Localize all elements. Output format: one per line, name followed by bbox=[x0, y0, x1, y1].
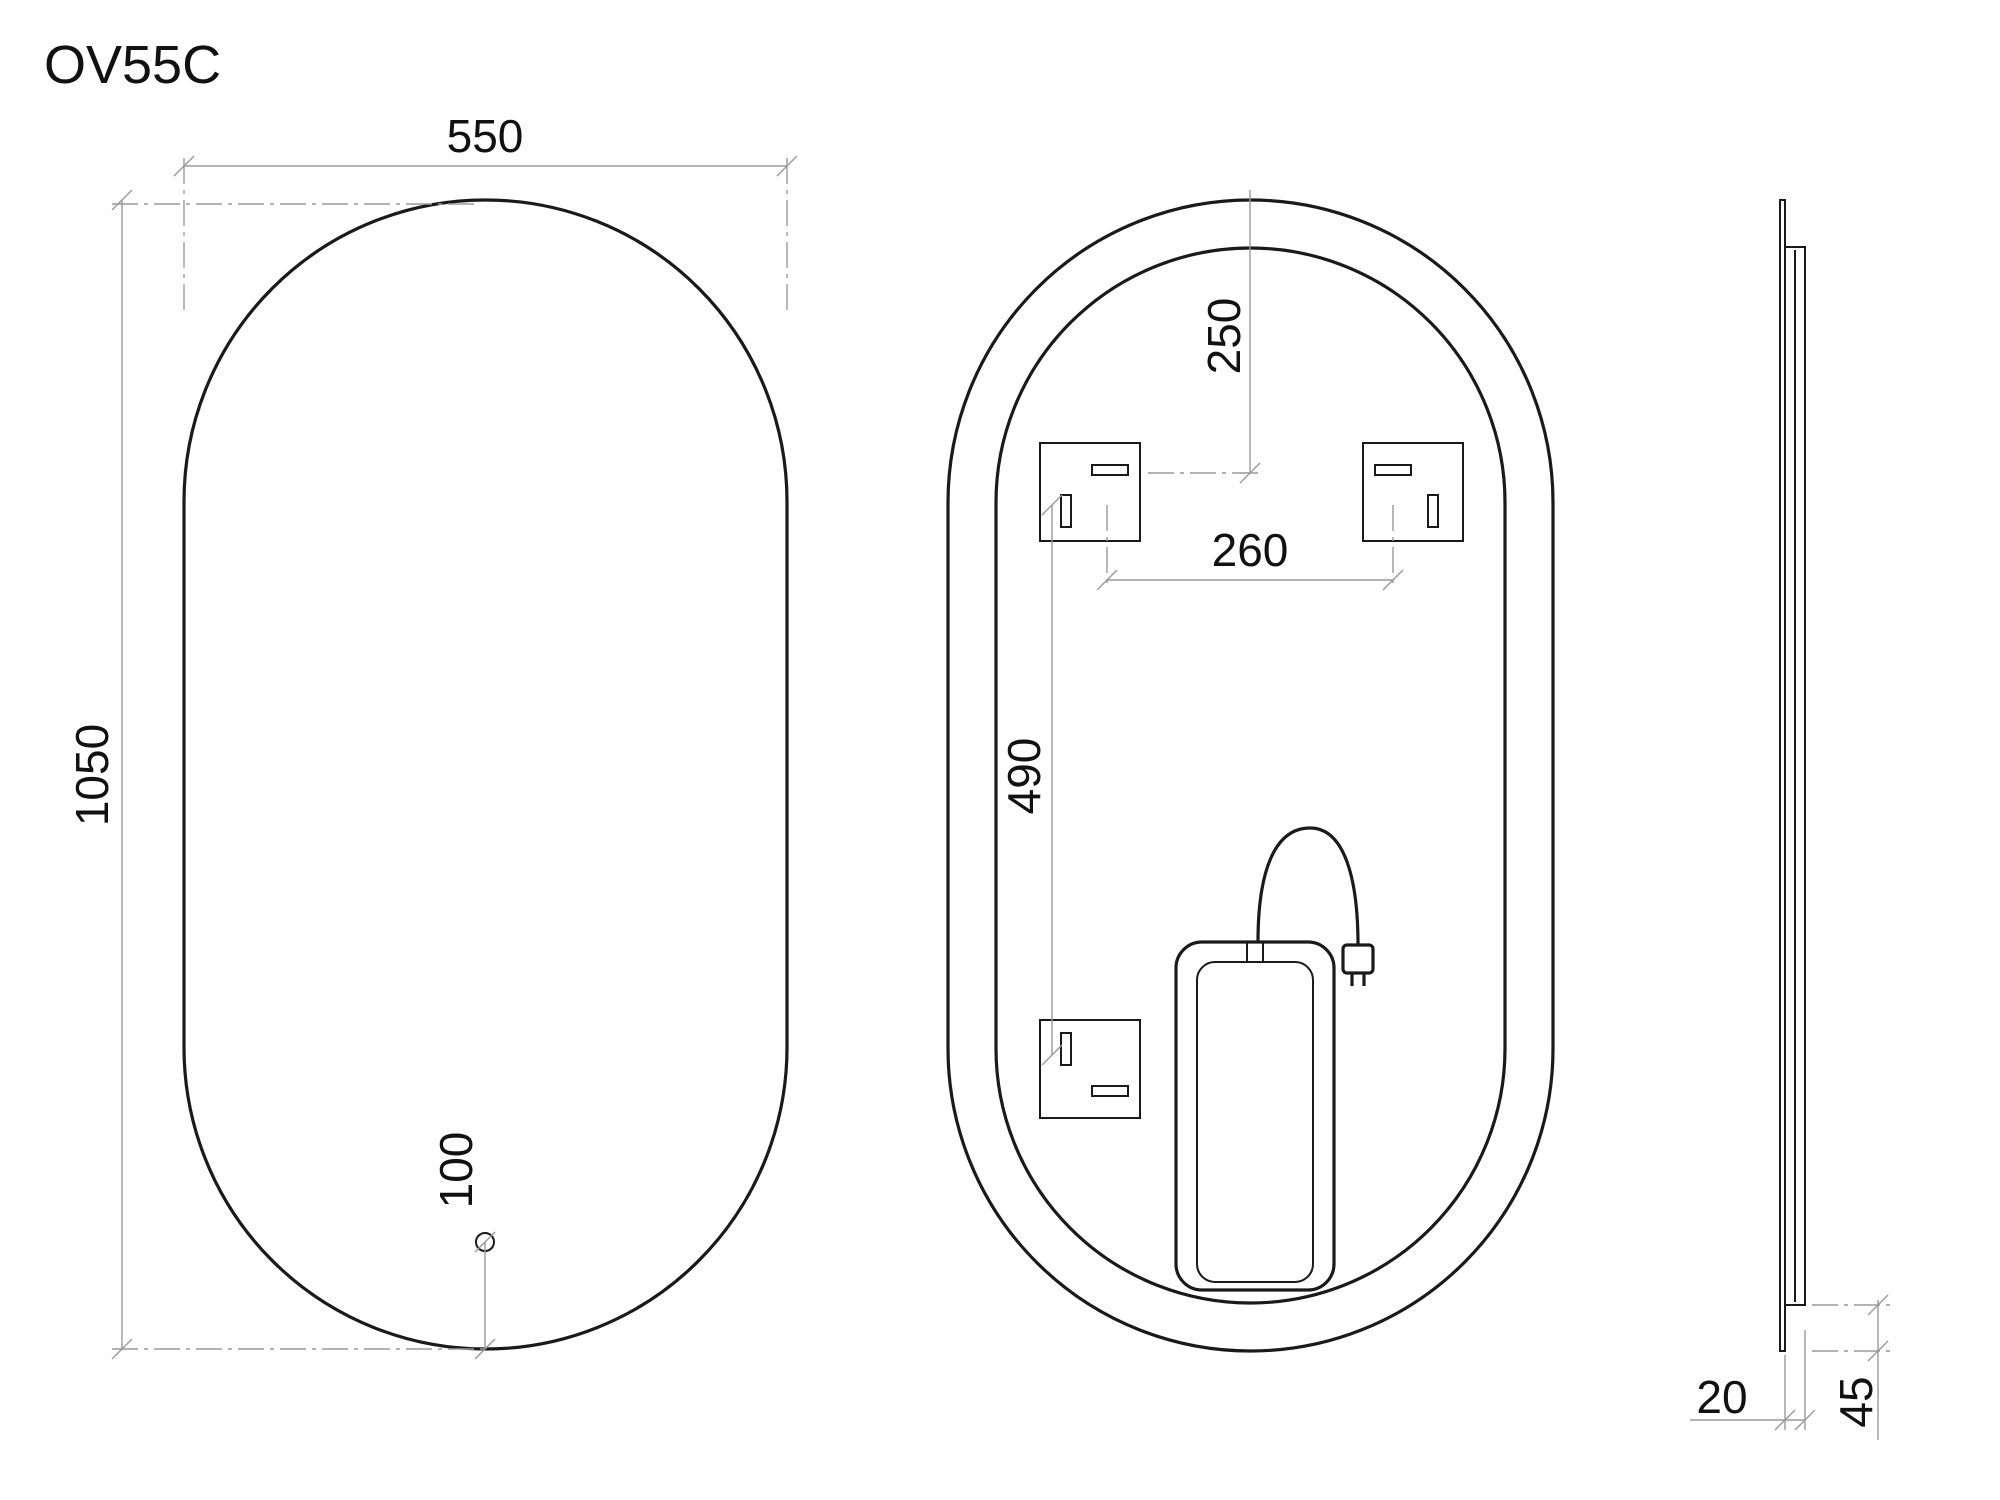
top-to-bracket-label: 250 bbox=[1198, 298, 1250, 375]
depth-label: 45 bbox=[1830, 1376, 1882, 1427]
rear-view: 250 260 490 bbox=[946, 190, 1555, 1353]
width-dimension: 550 bbox=[173, 110, 798, 312]
plug-icon bbox=[1341, 943, 1375, 975]
frame-profile bbox=[1784, 246, 1806, 1306]
bracket-vertical-label: 490 bbox=[998, 738, 1050, 815]
thickness-label: 20 bbox=[1696, 1371, 1747, 1423]
thickness-dimension: 20 bbox=[1690, 1330, 1816, 1431]
height-label: 1050 bbox=[66, 724, 118, 826]
sensor-offset-label: 100 bbox=[430, 1132, 482, 1209]
bracket-bottom-left bbox=[1039, 1019, 1141, 1119]
front-mirror-outline bbox=[182, 198, 789, 1351]
driver-housing bbox=[1174, 940, 1336, 1292]
bracket-vertical-dimension: 490 bbox=[998, 494, 1063, 1066]
top-to-bracket-dimension: 250 bbox=[1148, 190, 1261, 484]
bracket-spacing-dimension: 260 bbox=[1096, 505, 1404, 591]
front-view: 550 1050 100 bbox=[66, 110, 798, 1360]
bracket-top-right bbox=[1362, 442, 1464, 542]
model-title: OV55C bbox=[44, 35, 221, 95]
height-dimension: 1050 bbox=[66, 189, 485, 1360]
led-driver bbox=[1174, 826, 1375, 1292]
bracket-top-left bbox=[1039, 442, 1141, 542]
width-label: 550 bbox=[447, 110, 524, 162]
sensor-offset-dimension: 100 bbox=[430, 1132, 496, 1360]
side-view: 20 45 bbox=[1690, 199, 1890, 1440]
bracket-spacing-label: 260 bbox=[1212, 524, 1289, 576]
power-cable bbox=[1256, 826, 1360, 946]
depth-dimension: 45 bbox=[1812, 1294, 1890, 1440]
